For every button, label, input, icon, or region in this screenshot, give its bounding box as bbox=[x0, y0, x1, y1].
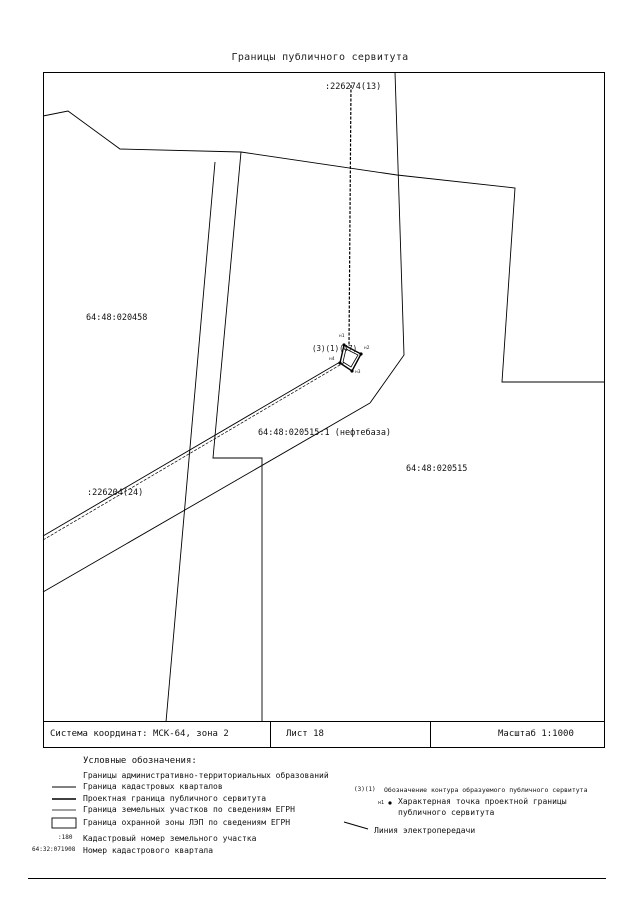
point-label-n4: н4 bbox=[329, 357, 335, 362]
corridor-boundary-east bbox=[369, 71, 405, 404]
point-label-n2: н2 bbox=[364, 346, 370, 351]
legend-contour-sample: (3)(1) bbox=[354, 786, 376, 793]
point-label-n3: н3 bbox=[355, 370, 361, 375]
parcel-label-center: 64:48:020515:1 (нефтебаза) bbox=[258, 428, 392, 438]
legend-power-line: Линия электропередачи bbox=[374, 826, 476, 835]
legend-project-border: Проектная граница публичного сервитута bbox=[83, 794, 267, 803]
legend-cadastral-quarter: Граница кадастровых кварталов bbox=[83, 782, 223, 791]
power-line-vertical bbox=[348, 84, 352, 346]
page-title: Границы публичного сервитута bbox=[231, 52, 409, 63]
legend-symbol-protection-zone bbox=[51, 817, 77, 829]
map-footer: Система координат: МСК-64, зона 2 Лист 1… bbox=[43, 722, 605, 748]
power-line-label-left: :226204(24) bbox=[87, 488, 144, 498]
legend-symbol-point bbox=[388, 801, 392, 805]
map-frame bbox=[43, 72, 605, 722]
legend-point-label-2: публичного сервитута bbox=[398, 808, 495, 817]
legend-quarter-number: Номер кадастрового квартала bbox=[83, 846, 214, 855]
parcel-boundary-upper bbox=[42, 110, 605, 383]
road-boundary-right bbox=[212, 151, 263, 722]
servitude-contour-inner bbox=[342, 348, 359, 368]
legend-protection-zone: Граница охранной зоны ЛЭП по сведениям Е… bbox=[83, 818, 291, 827]
point-n3 bbox=[350, 369, 354, 373]
protection-zone-lower bbox=[42, 402, 371, 593]
legend-point-sample: н1 bbox=[378, 800, 385, 806]
power-line-label-top: :226274(13) bbox=[325, 82, 382, 92]
point-n1 bbox=[342, 343, 346, 347]
legend-point-label-1: Характерная точка проектной границы bbox=[398, 797, 567, 806]
sheet-number: Лист 18 bbox=[286, 729, 324, 739]
servitude-contour-label: (3)(1)(47) bbox=[312, 344, 358, 353]
coordinate-system: Система координат: МСК-64, зона 2 bbox=[50, 729, 229, 739]
legend-egrn-parcels: Граница земельных участков по сведениям … bbox=[83, 805, 295, 814]
parcel-label-left: 64:48:020458 bbox=[86, 313, 148, 323]
legend-title: Условные обозначения: bbox=[83, 756, 197, 766]
legend-admin-border: Границы административно-территориальных … bbox=[83, 771, 329, 780]
legend-symbol-power-line bbox=[343, 821, 369, 830]
legend-quarter-number-sample: 64:32:071908 bbox=[32, 846, 76, 853]
legend-contour-label: Обозначение контура образуемого публично… bbox=[384, 786, 588, 794]
parcel-label-right: 64:48:020515 bbox=[406, 464, 468, 474]
map-scale: Масштаб 1:1000 bbox=[498, 729, 574, 739]
point-label-n1: н1 bbox=[339, 334, 345, 339]
point-n2 bbox=[359, 352, 363, 356]
legend-parcel-number: Кадастровый номер земельного участка bbox=[83, 834, 257, 843]
protection-zone-upper bbox=[42, 361, 341, 537]
point-n4 bbox=[338, 361, 342, 365]
sheet-bottom-rule bbox=[28, 878, 606, 879]
road-boundary-left bbox=[165, 161, 216, 723]
legend-parcel-number-sample: :180 bbox=[58, 834, 73, 841]
